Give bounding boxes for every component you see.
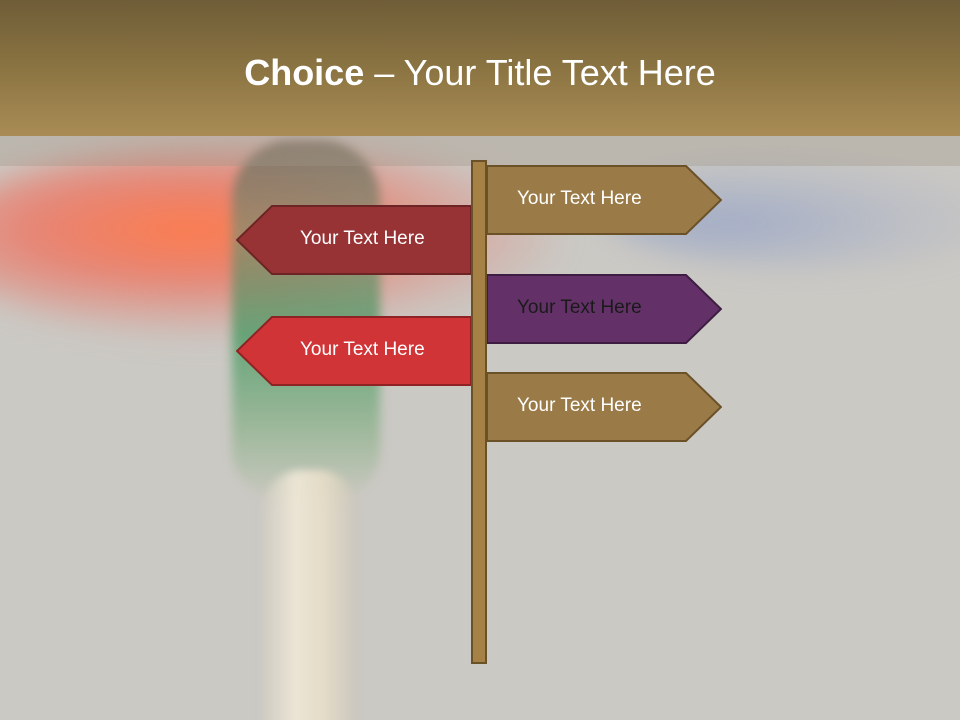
sign-label: Your Text Here [517, 395, 642, 416]
title-bar: Choice – Your Title Text Here [0, 0, 960, 136]
sign-label: Your Text Here [517, 188, 642, 209]
title-bold: Choice [244, 52, 365, 93]
slide-title[interactable]: Choice – Your Title Text Here [0, 52, 960, 94]
arrow-right-shape [486, 165, 722, 235]
signpost-arrow-right-3[interactable]: Your Text Here [486, 372, 722, 442]
arrow-right-shape [486, 372, 722, 442]
signpost-arrow-right-2[interactable]: Your Text Here [486, 274, 722, 344]
arrow-left-shape [236, 205, 472, 275]
background-match-stick [262, 470, 358, 720]
arrow-right-shape [486, 274, 722, 344]
signpost-arrow-left-1[interactable]: Your Text Here [236, 205, 472, 275]
arrow-left-shape [236, 316, 472, 386]
sign-label: Your Text Here [517, 297, 642, 318]
sign-label: Your Text Here [300, 339, 425, 360]
signpost-arrow-right-1[interactable]: Your Text Here [486, 165, 722, 235]
signpost-pole [471, 160, 487, 664]
sign-label: Your Text Here [300, 228, 425, 249]
title-text: – Your Title Text Here [364, 52, 716, 93]
signpost-arrow-left-2[interactable]: Your Text Here [236, 316, 472, 386]
